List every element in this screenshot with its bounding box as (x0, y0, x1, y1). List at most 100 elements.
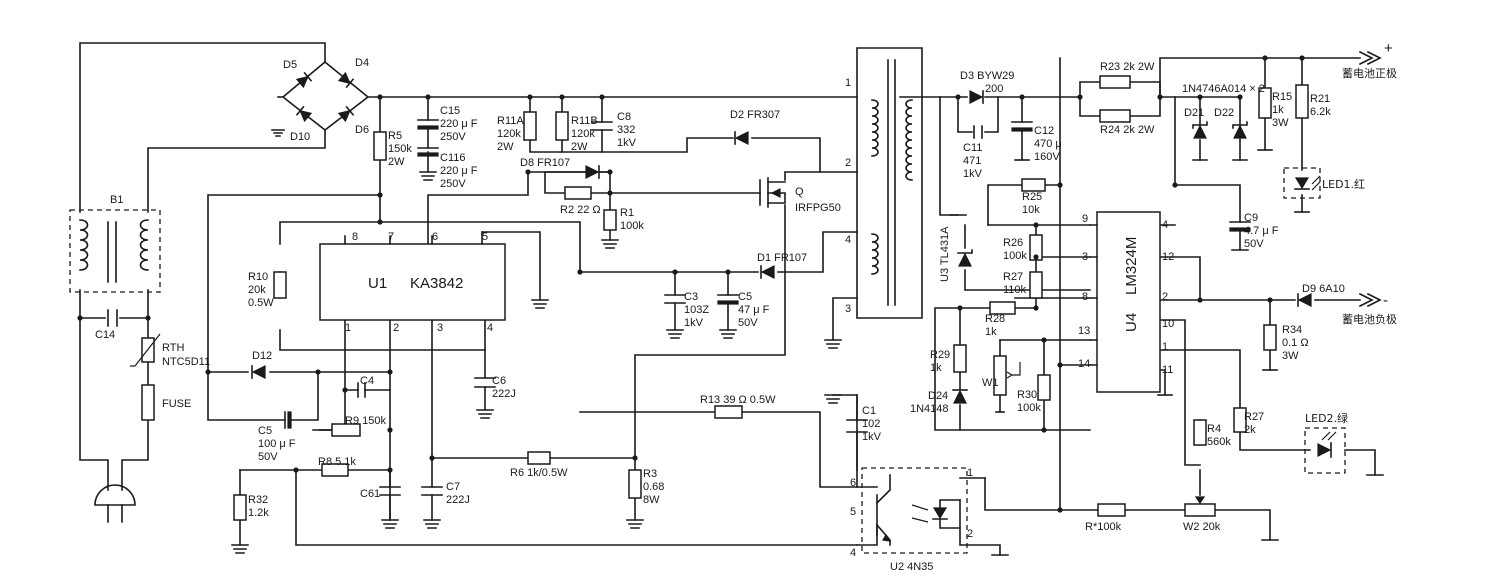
c5-capacitor (284, 411, 292, 429)
label-d22: D22 (1214, 107, 1234, 119)
label-c116-voltage: 250V (440, 178, 466, 190)
label-r25: R25 (1022, 191, 1042, 203)
label-c1: C1 (862, 405, 876, 417)
label-d6: D6 (355, 124, 369, 136)
pin-u4-14: 14 (1078, 358, 1090, 370)
pin-u1-8: 8 (352, 231, 358, 243)
label-d8: D8 FR107 (520, 157, 570, 169)
label-r2: R2 22 Ω (560, 204, 601, 216)
pin-u2-5: 5 (850, 506, 856, 518)
label-w2: W2 20k (1183, 521, 1221, 533)
label-rth: RTH (162, 342, 184, 354)
label-c8-voltage: 1kV (617, 137, 637, 149)
label-d2: D2 FR307 (730, 109, 780, 121)
c6-capacitor (474, 377, 496, 388)
label-d1: D1 FR107 (757, 252, 807, 264)
label-u4-part: LM324M (1123, 237, 1140, 295)
label-c8-value: 332 (617, 124, 635, 136)
label-u1-part: KA3842 (410, 275, 463, 292)
label-c6-value: 222J (492, 388, 516, 400)
label-r32: R32 (248, 494, 268, 506)
label-plus: + (1384, 40, 1393, 57)
label-r28-value: 1k (985, 326, 997, 338)
pin-u4-12: 12 (1162, 251, 1174, 263)
pin-t-4: 4 (845, 234, 851, 246)
label-r9: R9 150k (345, 415, 386, 427)
pin-u4-2: 2 (1162, 291, 1168, 303)
d12-diode (251, 365, 266, 379)
bridge-rectifier (281, 60, 370, 132)
d22-zener (1232, 121, 1248, 139)
d21-zener (1192, 121, 1208, 139)
pin-u4-4: 4 (1162, 219, 1168, 231)
label-rth-value: NTC5D11 (162, 356, 210, 368)
pin-t-1: 1 (845, 77, 851, 89)
label-r28: R28 (985, 313, 1005, 325)
label-c11-voltage: 1kV (963, 168, 983, 180)
pin-u1-6: 6 (432, 231, 438, 243)
r34-resistor (1263, 324, 1277, 351)
label-d4: D4 (355, 57, 369, 69)
label-r27b: R27 (1244, 411, 1264, 423)
pin-t-2: 2 (845, 157, 851, 169)
label-r32-value: 1.2k (248, 507, 269, 519)
label-c14: C14 (95, 329, 115, 341)
c7-capacitor (421, 486, 443, 496)
label-c9-value: 4.7 μ F (1244, 225, 1279, 237)
label-c116-value: 220 μ F (440, 165, 478, 177)
label-r3: R3 (643, 468, 657, 480)
c1-capacitor (846, 419, 868, 433)
pin-u1-5: 5 (482, 231, 488, 243)
label-r15-value: 1k (1272, 104, 1284, 116)
ground-symbols (231, 129, 1384, 556)
label-c4: C4 (360, 375, 374, 387)
label-c5-value: 100 μ F (258, 438, 296, 450)
label-r6: R6 1k/0.5W (510, 467, 568, 479)
d8-diode (585, 165, 600, 179)
c61-capacitor (379, 486, 401, 496)
d24-diode (952, 389, 968, 404)
label-r4: R4 (1207, 423, 1221, 435)
pin-u2-6: 6 (850, 477, 856, 489)
label-u4: U4 (1123, 313, 1140, 332)
label-r11b-value: 120k (571, 128, 595, 140)
label-c6: C6 (492, 375, 506, 387)
pin-u4-13: 13 (1078, 325, 1090, 337)
label-w1: W1 (982, 377, 999, 389)
label-c7-value: 222J (446, 494, 470, 506)
label-r34-power: 3W (1282, 350, 1299, 362)
label-c11-value: 471 (963, 155, 981, 167)
label-c5-aux-voltage: 50V (738, 317, 758, 329)
pin-u1-2: 2 (393, 322, 399, 334)
led1-red (1283, 167, 1321, 199)
label-r1-value: 100k (620, 220, 644, 232)
u4-lm324m-ic (1089, 211, 1161, 393)
r23-resistor (1099, 75, 1131, 89)
label-battery-negative: 蓄电池负极 (1342, 312, 1397, 326)
r-star-resistor (1097, 503, 1126, 517)
fuse (141, 384, 155, 421)
pin-u1-1: 1 (345, 322, 351, 334)
c4-capacitor (357, 382, 366, 398)
d3-diode (969, 90, 984, 104)
label-r27: R27 (1003, 271, 1023, 283)
r13-resistor (714, 405, 743, 419)
c14-capacitor (107, 309, 118, 327)
r27b-resistor (1233, 407, 1247, 433)
label-r26-value: 100k (1003, 250, 1027, 262)
label-r27-value: 110k (1003, 284, 1027, 296)
component-labels: B1 C14 RTH NTC5D11 FUSE D5 D4 D10 D6 R5 … (95, 40, 1397, 573)
label-r23: R23 2k 2W (1100, 61, 1155, 73)
c9-capacitor (1229, 221, 1251, 232)
label-r11a: R11A (497, 115, 524, 127)
label-u1: U1 (368, 275, 387, 292)
label-c7: C7 (446, 481, 460, 493)
c5-aux-capacitor (717, 294, 739, 305)
led2-green (1304, 427, 1346, 474)
label-r11b: R11B (571, 115, 598, 127)
r2-resistor (564, 186, 592, 200)
pin-u4-11: 11 (1162, 364, 1173, 376)
pin-u2-2: 2 (967, 528, 973, 540)
